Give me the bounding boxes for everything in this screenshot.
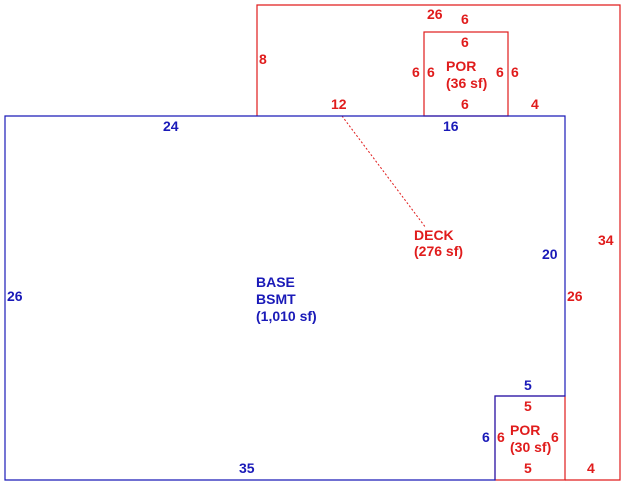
base-dim-right-lower: 5 xyxy=(524,377,532,393)
base-name-line2: BSMT xyxy=(256,291,296,307)
deck-dim-right: 34 xyxy=(598,232,614,248)
deck-name: DECK xyxy=(414,227,454,243)
base-dim-left: 26 xyxy=(7,288,23,304)
porch-bottom-dim-bottom: 5 xyxy=(524,460,532,476)
deck-dim-inner-right: 26 xyxy=(567,288,583,304)
porch-bottom-dim-right: 6 xyxy=(551,429,559,445)
porch-bottom-name: POR xyxy=(510,422,540,438)
porch-top-dim-left-inner: 6 xyxy=(427,64,435,80)
deck-dim-12: 12 xyxy=(331,96,347,112)
deck-dim-4-bottom: 4 xyxy=(587,460,595,476)
porch-top-dim-top-inner: 6 xyxy=(461,34,469,50)
porch-bottom-dim-left: 6 xyxy=(497,429,505,445)
deck-dim-top: 26 xyxy=(427,6,443,22)
deck-dim-left: 8 xyxy=(259,51,267,67)
porch-top-dim-right-inner: 6 xyxy=(496,64,504,80)
deck-area-label: (276 sf) xyxy=(414,243,463,259)
base-dim-notch-left: 6 xyxy=(482,429,490,445)
base-area-label: (1,010 sf) xyxy=(256,308,317,324)
porch-bottom-dim-top: 5 xyxy=(524,398,532,414)
base-outline xyxy=(4,115,566,481)
base-dim-top-right: 16 xyxy=(443,118,459,134)
porch-bottom-area-label: (30 sf) xyxy=(510,439,551,455)
deck-outline xyxy=(256,4,621,481)
porch-top-area-label: (36 sf) xyxy=(446,75,487,91)
base-dim-bottom: 35 xyxy=(239,460,255,476)
porch-top-dim-bottom: 6 xyxy=(461,96,469,112)
porch-top-dim-right-outer: 6 xyxy=(511,64,519,80)
base-name-line1: BASE xyxy=(256,274,295,290)
deck-label-leader xyxy=(341,115,427,229)
deck-dim-4-top: 4 xyxy=(531,96,539,112)
base-dim-right-upper: 20 xyxy=(542,246,558,262)
porch-top-dim-left-outer: 6 xyxy=(412,64,420,80)
base-dim-top-left: 24 xyxy=(163,118,179,134)
porch-top-dim-top-outer: 6 xyxy=(461,11,469,27)
porch-top-name: POR xyxy=(446,58,476,74)
